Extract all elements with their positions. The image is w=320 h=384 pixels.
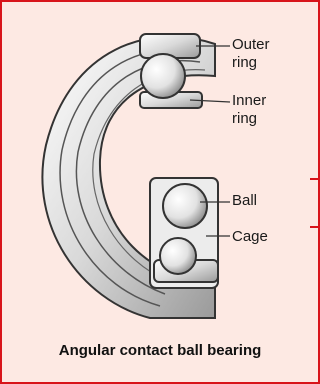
cage-label: Cage (232, 228, 268, 246)
ball-label-text: Ball (232, 192, 257, 209)
ball-label: Ball (232, 192, 257, 210)
diagram-caption: Angular contact ball bearing (0, 342, 320, 359)
cage-ball (160, 238, 196, 274)
edge-mark (310, 178, 320, 180)
cage-label-text: Cage (232, 228, 268, 245)
outer-ring-label: Outer ring (232, 36, 270, 72)
inner-ring-label: Inner ring (232, 92, 266, 128)
lower-ball (163, 184, 207, 228)
upper-ball (141, 54, 185, 98)
inner-ring-label-text: Inner ring (232, 92, 266, 127)
outer-ring-label-text: Outer ring (232, 36, 270, 71)
edge-mark (310, 226, 320, 228)
